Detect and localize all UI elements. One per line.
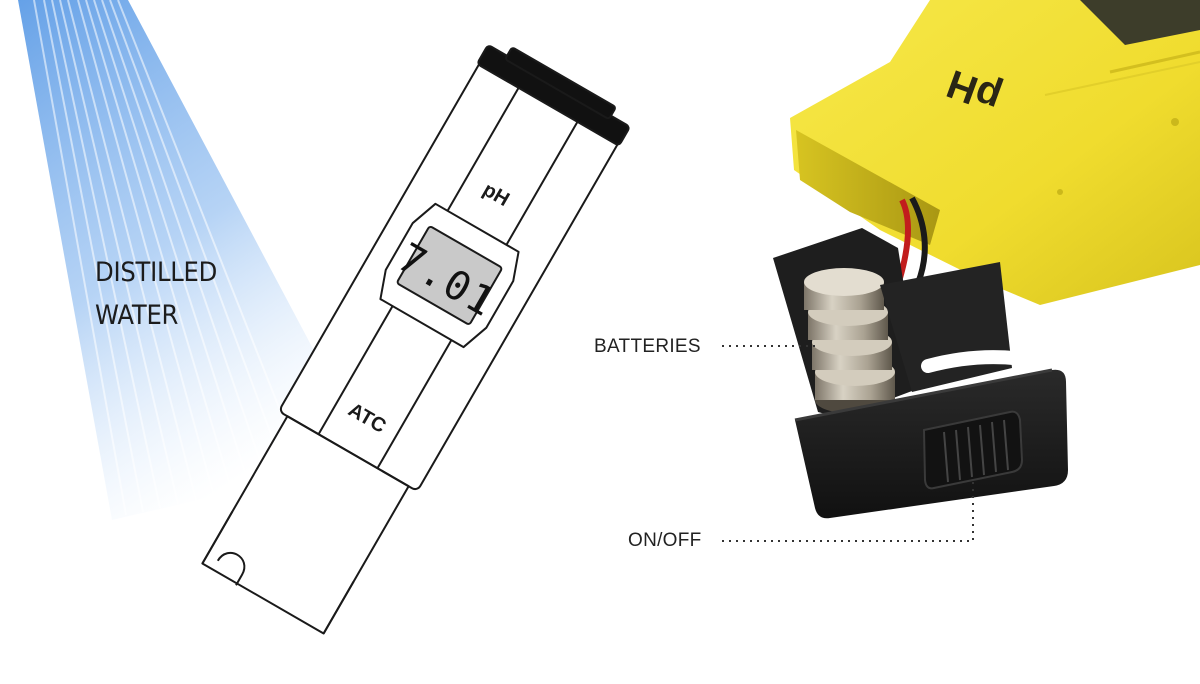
yellow-device: pH <box>790 0 1200 305</box>
water-spray <box>18 0 372 520</box>
lcd-screen <box>396 225 503 325</box>
distilled-water-label: DISTILLED WATER <box>95 251 217 337</box>
distilled-water-line-2: WATER <box>95 300 179 331</box>
battery-cells <box>804 268 895 414</box>
on-off-switch <box>922 410 1024 490</box>
on-off-callout-label: ON/OFF <box>628 530 702 551</box>
callout-leaders <box>722 345 974 542</box>
ph-meter-drawing: pH 7.01 ATC <box>201 45 630 635</box>
distilled-water-line-1: DISTILLED <box>95 257 218 288</box>
batteries-callout-label: BATTERIES <box>594 336 701 357</box>
battery-compartment <box>773 228 1068 519</box>
